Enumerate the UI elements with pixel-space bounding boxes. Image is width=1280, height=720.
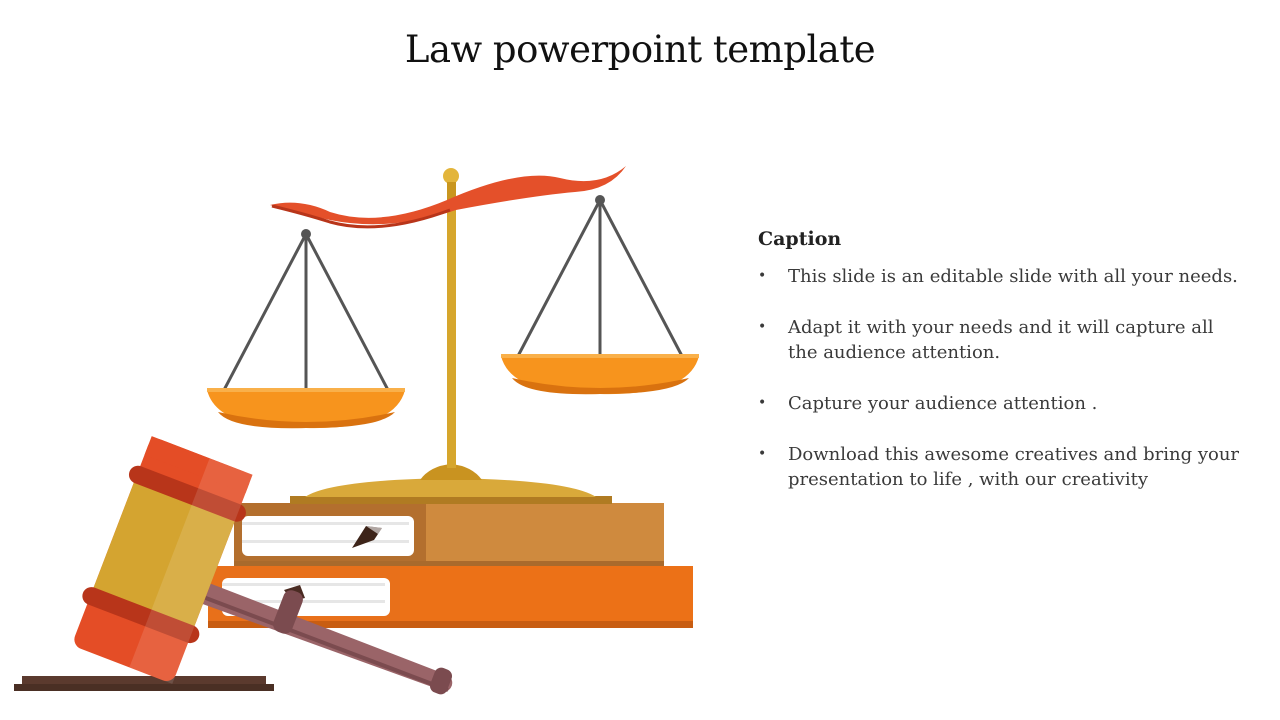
bullet-icon: • [758, 446, 767, 462]
left-scale-pan [207, 229, 405, 429]
bullet-icon: • [758, 395, 767, 411]
bullet-text: Capture your audience attention . [788, 393, 1098, 414]
gavel-sound-block [14, 676, 274, 691]
list-item: • Capture your audience attention . [758, 391, 1248, 416]
pole-knob [443, 168, 459, 184]
bullet-text: Adapt it with your needs and it will cap… [788, 317, 1214, 363]
gavel-head [74, 436, 253, 684]
books-stack [208, 496, 693, 628]
scale-pole [447, 186, 456, 468]
gavel-handle [186, 578, 453, 695]
list-item: • Download this awesome creatives and br… [758, 442, 1248, 492]
list-item: • Adapt it with your needs and it will c… [758, 315, 1248, 365]
bullet-text: This slide is an editable slide with all… [788, 266, 1238, 287]
caption-heading: Caption [758, 228, 842, 250]
bullet-icon: • [758, 319, 767, 335]
slide-title: Law powerpoint template [404, 28, 876, 71]
bullet-icon: • [758, 268, 767, 284]
scale-beam-banner [270, 166, 626, 229]
bullet-text: Download this awesome creatives and brin… [788, 444, 1240, 490]
right-scale-pan [501, 195, 699, 395]
list-item: • This slide is an editable slide with a… [758, 264, 1248, 289]
caption-bullet-list: • This slide is an editable slide with a… [758, 264, 1248, 492]
caption-block: Caption • This slide is an editable slid… [758, 228, 1248, 518]
scale-base [305, 464, 596, 497]
